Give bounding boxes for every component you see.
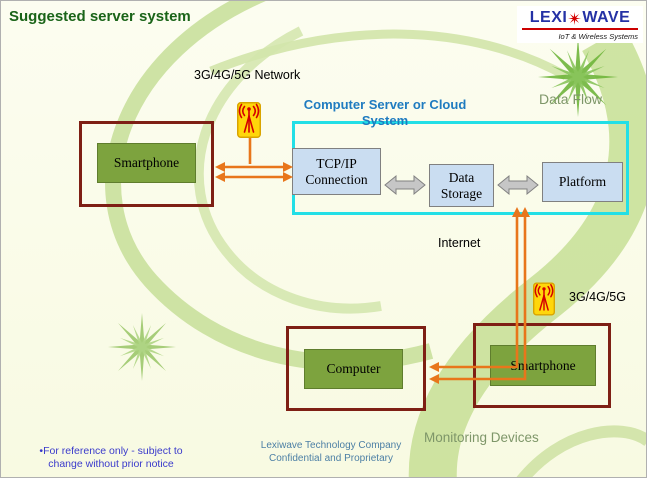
slide-title: Suggested server system	[9, 8, 191, 25]
node-smartphone-bottom: Smartphone	[490, 345, 596, 386]
antenna-tower-icon	[237, 102, 261, 138]
node-smartphone-top: Smartphone	[97, 143, 196, 183]
starburst-icon	[108, 313, 176, 381]
computer-frame	[286, 326, 426, 411]
logo-brand: LEXI WAVE	[522, 9, 638, 30]
logo-brand-left: LEXI	[529, 9, 568, 26]
footer-reference-note: •For reference only - subject to change …	[39, 445, 183, 471]
logo-tagline: IoT & Wireless Systems	[558, 32, 638, 41]
node-data-storage: Data Storage	[429, 164, 494, 207]
logo-star-icon	[568, 11, 582, 25]
node-computer: Computer	[304, 349, 403, 389]
antenna-tower-icon	[533, 282, 555, 316]
label-internet: Internet	[438, 236, 481, 250]
label-monitoring-devices: Monitoring Devices	[424, 430, 539, 445]
label-network-right: 3G/4G/5G	[569, 290, 626, 304]
node-platform: Platform	[542, 162, 623, 202]
smartphone-top-frame	[79, 121, 214, 207]
lexiwave-logo: LEXI WAVE IoT & Wireless Systems	[517, 6, 643, 43]
label-network-top: 3G/4G/5G Network	[194, 68, 301, 82]
logo-brand-right: WAVE	[582, 9, 631, 26]
label-data-flow: Data Flow	[539, 91, 603, 107]
node-tcpip-connection: TCP/IP Connection	[292, 148, 381, 195]
starburst-icon	[538, 37, 618, 117]
label-server-cloud-title: Computer Server or Cloud System	[303, 97, 467, 128]
footer-company-note: Lexiwave Technology Company Confidential…	[260, 440, 402, 464]
